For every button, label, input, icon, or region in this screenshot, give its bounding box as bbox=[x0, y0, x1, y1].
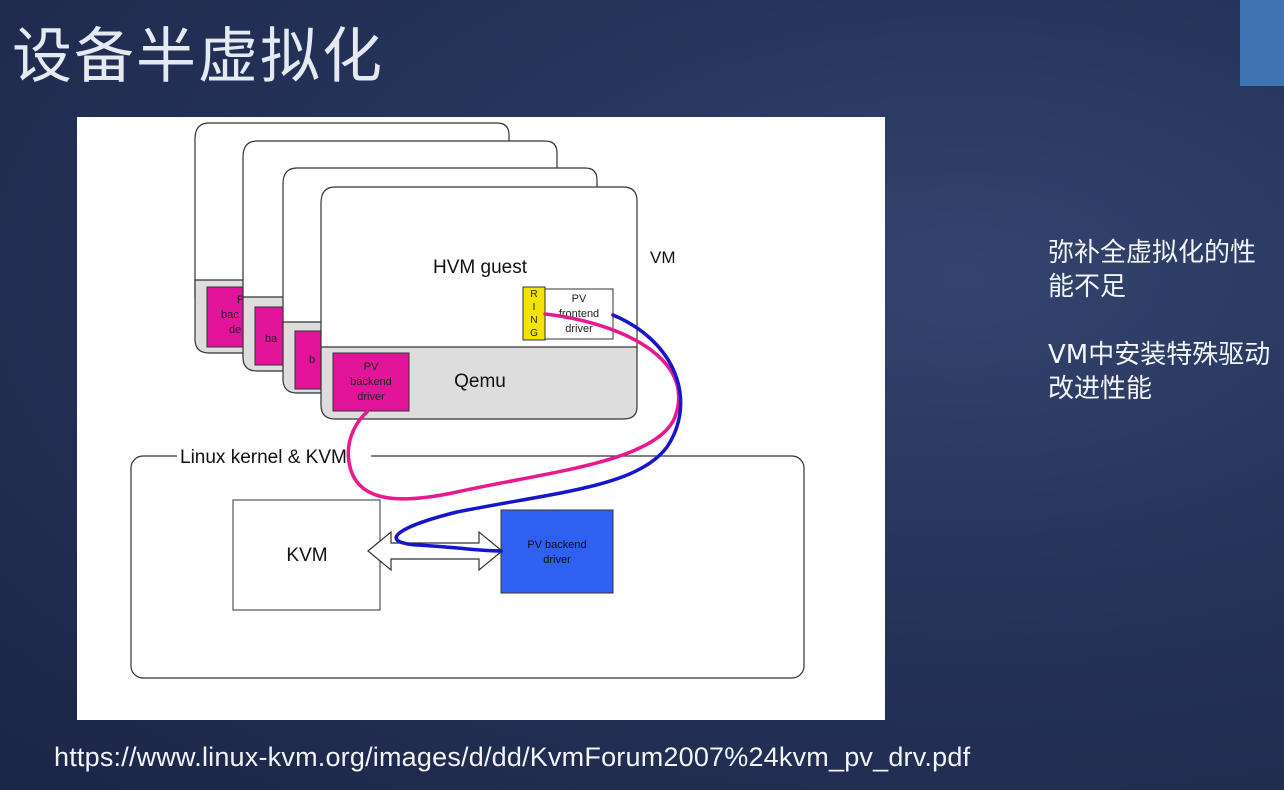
magenta-data-path bbox=[346, 312, 681, 501]
ring-letter-g: G bbox=[530, 328, 538, 339]
hvm-guest-label: HVM guest bbox=[433, 257, 528, 278]
fragment-5: b bbox=[309, 354, 315, 366]
kvm-box bbox=[232, 499, 381, 611]
side-notes: 弥补全虚拟化的性能不足 VM中安装特殊驱动改进性能 bbox=[1048, 236, 1280, 440]
ring-letter-r: R bbox=[530, 289, 537, 300]
pv-driver-diagram: P bac de ba b HVM guest VM R I N G bbox=[130, 122, 805, 679]
ring-letter-n: N bbox=[530, 315, 537, 326]
fragment-3: de bbox=[229, 324, 241, 336]
note-drivers: VM中安装特殊驱动改进性能 bbox=[1048, 340, 1271, 404]
source-url[interactable]: https://www.linux-kvm.org/images/d/dd/Kv… bbox=[54, 742, 971, 772]
pv-backend-kernel-box bbox=[500, 509, 614, 594]
pv-backend-qemu-line-3: driver bbox=[357, 391, 385, 403]
pv-backend-qemu-line-1: PV bbox=[364, 361, 379, 373]
pv-backend-kernel-line-1: PV backend bbox=[527, 539, 586, 551]
note-performance: 弥补全虚拟化的性能不足 bbox=[1048, 238, 1257, 302]
blue-data-path bbox=[394, 313, 683, 553]
slide-title: 设备半虚拟化 bbox=[12, 22, 384, 92]
fragment-4: ba bbox=[265, 333, 278, 345]
ring-letter-i: I bbox=[533, 302, 536, 313]
linux-kernel-box bbox=[130, 455, 805, 679]
vm-label: VM bbox=[650, 248, 676, 267]
fragment-1: P bbox=[237, 294, 244, 306]
fragment-2: bac bbox=[221, 309, 239, 321]
kvm-label: KVM bbox=[286, 545, 327, 566]
corner-accent-bar bbox=[1240, 0, 1284, 86]
linux-kernel-label: Linux kernel & KVM bbox=[180, 447, 347, 468]
architecture-figure: P bac de ba b HVM guest VM R I N G bbox=[77, 117, 885, 720]
pv-backend-qemu-box bbox=[332, 352, 410, 412]
pv-backend-kernel-line-2: driver bbox=[543, 554, 571, 566]
pv-backend-qemu-line-2: backend bbox=[350, 376, 392, 388]
qemu-label: Qemu bbox=[454, 371, 506, 392]
pv-frontend-line-1: PV bbox=[572, 293, 587, 305]
pv-frontend-line-3: driver bbox=[565, 323, 593, 335]
